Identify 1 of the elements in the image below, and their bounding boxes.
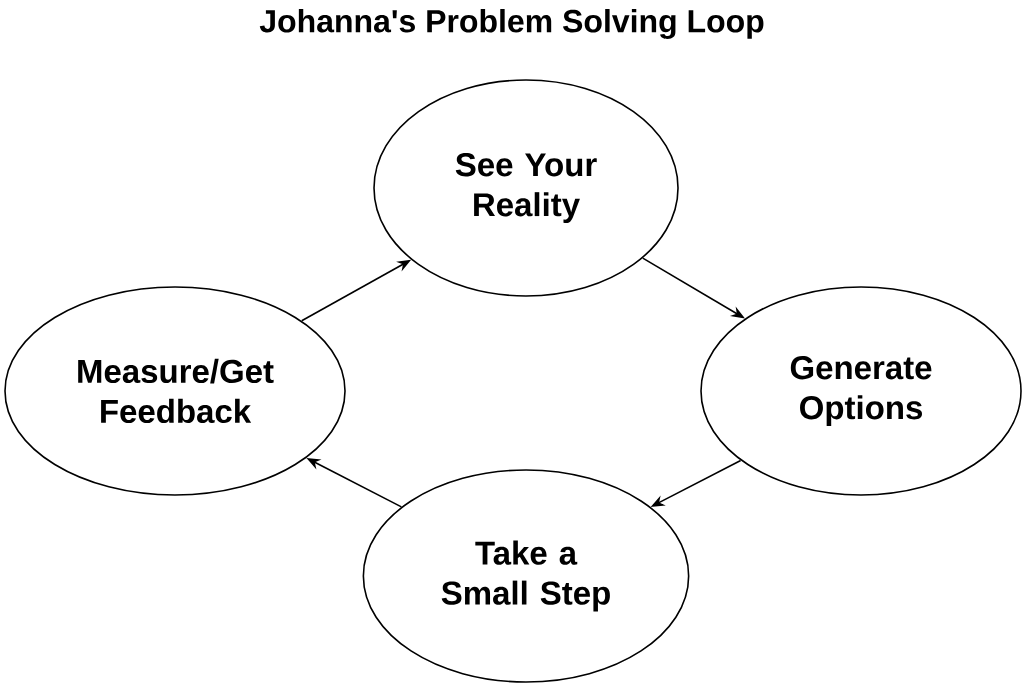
title: Johanna's Problem Solving Loop (259, 9, 764, 39)
